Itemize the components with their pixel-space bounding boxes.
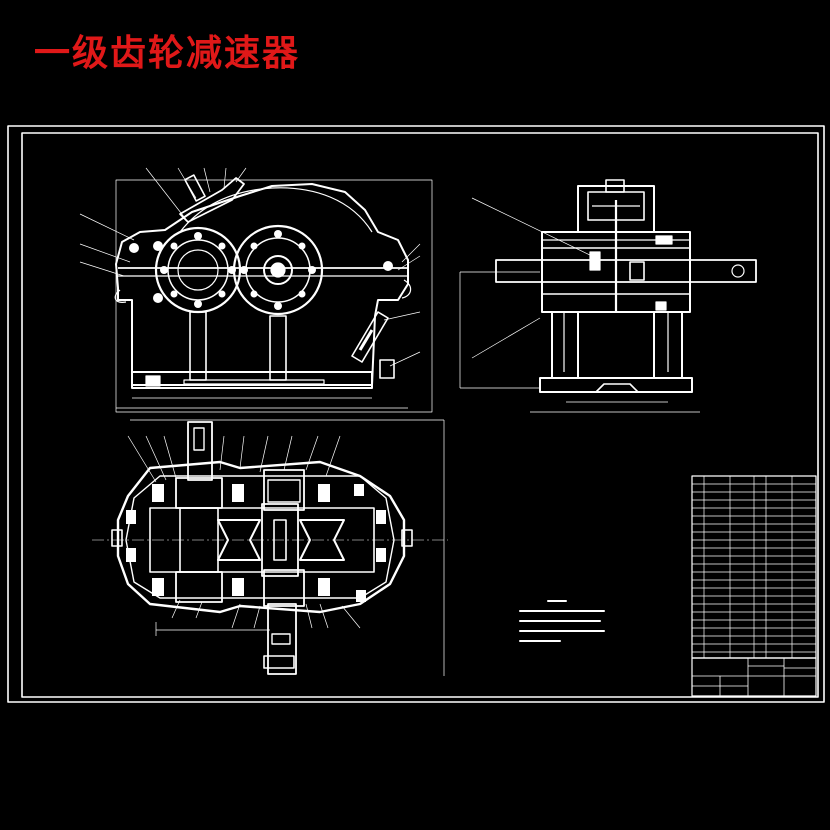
gear-wheel <box>299 519 345 561</box>
output-shaft <box>495 259 757 283</box>
housing-outline <box>115 183 409 386</box>
cover-arc <box>179 187 373 233</box>
side-base <box>539 377 693 393</box>
inspection-cover <box>179 177 245 223</box>
side-view <box>459 179 757 413</box>
drawing-title: 一级齿轮减速器 <box>34 33 301 74</box>
inner-frame <box>21 132 819 698</box>
top-housing <box>116 460 406 614</box>
parts-list <box>691 475 817 659</box>
technical-notes <box>519 600 605 642</box>
input-shaft <box>187 421 213 481</box>
title-block <box>691 657 817 697</box>
outer-frame <box>7 125 825 703</box>
oil-gauge <box>351 311 389 363</box>
front-view <box>79 167 433 413</box>
base-plate <box>131 371 373 389</box>
bearing-bolts <box>129 230 393 310</box>
top-section-view <box>92 419 448 676</box>
